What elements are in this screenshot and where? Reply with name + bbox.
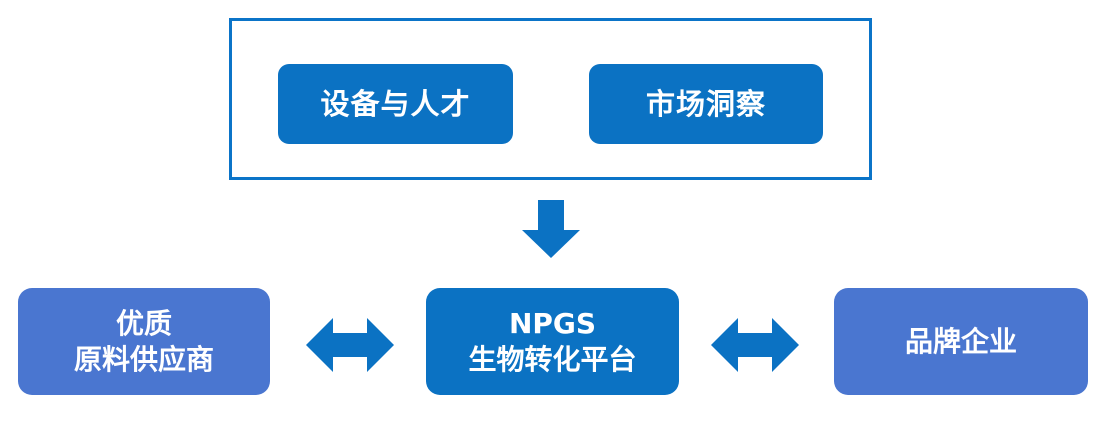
market-insight-box: 市场洞察 [589,64,823,144]
right-double-arrow-icon [711,318,799,372]
npgs-platform-line1: NPGS [508,306,597,340]
npgs-platform-box: NPGS 生物转化平台 [426,288,679,395]
equipment-talent-label: 设备与人才 [320,87,471,121]
brand-enterprise-box: 品牌企业 [834,288,1088,395]
supplier-label-line2: 原料供应商 [73,342,214,376]
market-insight-label: 市场洞察 [645,87,766,121]
left-double-arrow-icon [306,318,394,372]
down-arrow-icon [522,200,580,258]
supplier-label-line1: 优质 [115,306,172,340]
supplier-box: 优质 原料供应商 [18,288,270,395]
equipment-talent-box: 设备与人才 [278,64,513,144]
brand-enterprise-label: 品牌企业 [904,324,1017,358]
npgs-platform-line2: 生物转化平台 [468,342,637,376]
